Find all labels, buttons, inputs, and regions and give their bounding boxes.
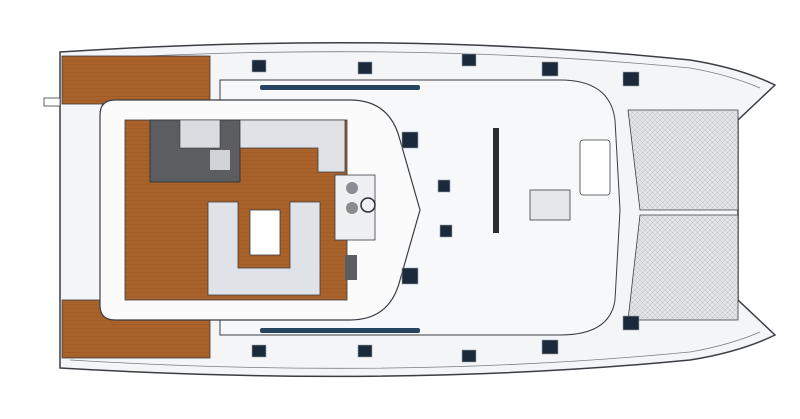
u-sofa (207, 201, 321, 296)
trampoline-starboard (627, 214, 739, 321)
helm-seat-lower (345, 255, 357, 280)
deck-hatches (251, 53, 640, 363)
grill (210, 150, 230, 170)
steering-wheel (360, 197, 376, 213)
swim-ladder (43, 97, 61, 107)
companionway-steps (179, 119, 221, 149)
foredeck-hatch (579, 139, 611, 196)
sofa-upper (239, 119, 346, 173)
anchor-locker (529, 189, 571, 221)
side-windows (260, 85, 420, 333)
helm-seat-2 (346, 202, 358, 214)
cocktail-table (249, 209, 281, 256)
trampoline-port (627, 109, 739, 211)
gunwale-line (69, 51, 761, 369)
stern-step-port (61, 55, 211, 105)
windshield-bar (493, 128, 499, 233)
helm-seat-1 (346, 182, 358, 194)
